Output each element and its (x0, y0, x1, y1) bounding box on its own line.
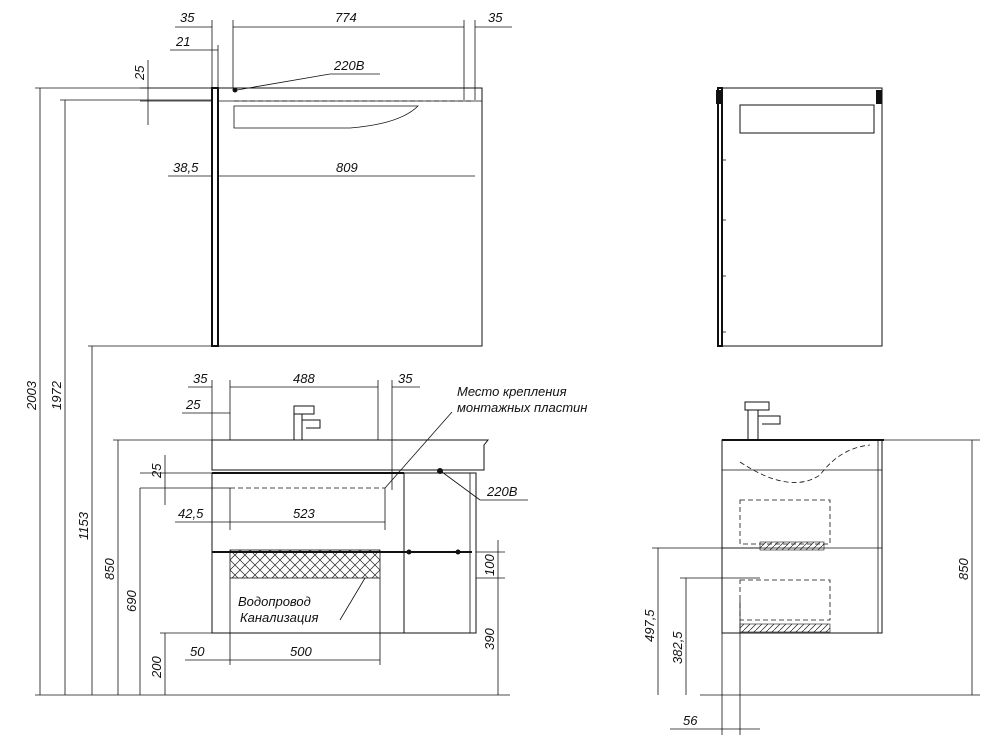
height-dimensions-left: 2003 1972 1153 850 690 200 (24, 87, 510, 696)
side-drawer-lower (739, 579, 831, 621)
pipe-dot (455, 549, 461, 555)
dim-200-text: 200 (149, 656, 164, 679)
mirror-cabinet-body (211, 87, 483, 347)
faucet-icon (293, 405, 321, 441)
side-cabinet-body (721, 87, 883, 347)
label-220v-vanity: 220В (486, 484, 518, 499)
dim-21: 21 (175, 34, 190, 49)
dim-side-497: 497,5 (642, 609, 657, 642)
label-water-supply: Водопровод (238, 594, 311, 609)
side-drawer-upper (739, 499, 831, 545)
pipe-dot (406, 549, 412, 555)
side-bracket-right (876, 90, 882, 104)
mirror-lamp-shape (233, 105, 419, 129)
dim-850-text: 850 (102, 558, 117, 580)
mirror-power-point (232, 87, 238, 93)
dim-side-850: 850 (956, 558, 971, 580)
dim-35-top-right: 35 (488, 10, 503, 25)
vanity-front: Место крепления монтажных пластин 220В В… (140, 371, 587, 695)
mirror-cabinet-side-strip (211, 87, 219, 347)
side-cabinet-back (717, 87, 723, 347)
side-faucet-icon (744, 401, 781, 441)
dim-2003-text: 2003 (24, 380, 39, 411)
leader-mounting (384, 411, 453, 489)
label-220v-top: 220В (333, 58, 365, 73)
side-bracket-left (716, 90, 722, 104)
leader-water (339, 577, 366, 621)
dim-774: 774 (335, 10, 357, 25)
vanity-side: 850 497,5 382,5 56 (642, 401, 980, 735)
vanity-power-point (437, 468, 443, 474)
dim-50: 50 (190, 644, 205, 659)
leader-220v-vanity (441, 471, 481, 501)
dim-100: 100 (482, 554, 497, 576)
side-lamp-box (739, 104, 875, 134)
label-mounting-1: Место крепления (457, 384, 567, 399)
side-shelf-hatch (759, 541, 825, 551)
dim-690-text: 690 (124, 590, 139, 612)
basin-top (211, 439, 490, 471)
dim-390: 390 (482, 628, 497, 650)
dim-25-top: 25 (132, 65, 147, 81)
label-sewage: Канализация (240, 610, 318, 625)
dim-500: 500 (290, 644, 312, 659)
dim-25-plate: 25 (149, 463, 164, 479)
dim-25-vanity: 25 (185, 397, 201, 412)
dim-42-5: 42,5 (178, 506, 204, 521)
mirror-cabinet-side (716, 87, 883, 347)
dim-side-56: 56 (683, 713, 698, 728)
dim-809: 809 (336, 160, 358, 175)
label-mounting-2: монтажных пластин (457, 400, 587, 415)
dim-488: 488 (293, 371, 315, 386)
dim-38-5: 38,5 (173, 160, 199, 175)
dim-1972-text: 1972 (49, 380, 64, 410)
mirror-cabinet-front: 220В 35 774 35 21 25 38,5 809 (132, 10, 512, 347)
side-basin-curve (739, 444, 871, 483)
dim-35-top-left: 35 (180, 10, 195, 25)
side-vanity-body (721, 439, 883, 634)
dim-side-382: 382,5 (670, 631, 685, 664)
leader-220v-top (236, 73, 331, 91)
water-hatch-area (229, 549, 381, 579)
side-floor-hatch (739, 623, 831, 633)
dim-35-vanity-left: 35 (193, 371, 208, 386)
dim-1153-text: 1153 (76, 511, 91, 540)
dim-35-vanity-right: 35 (398, 371, 413, 386)
dim-523: 523 (293, 506, 315, 521)
